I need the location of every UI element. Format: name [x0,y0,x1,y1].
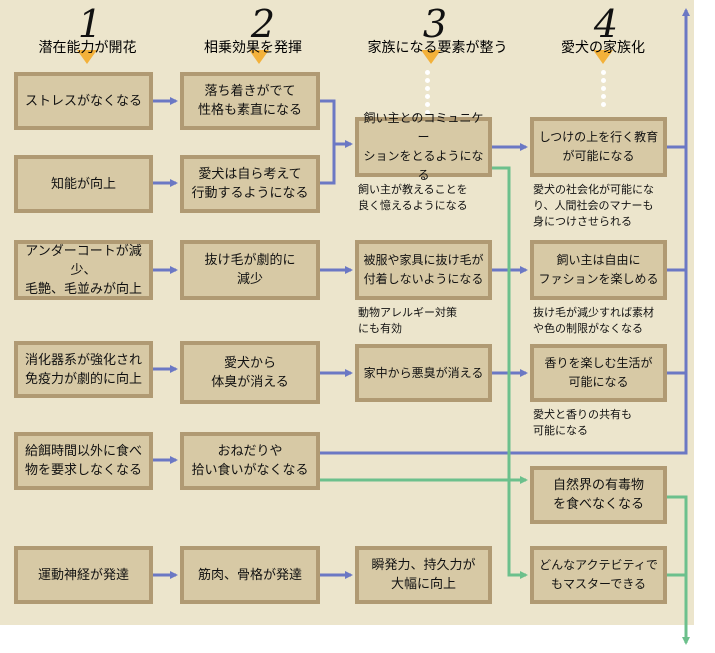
c3-fur-box: 被服や家具に抜け毛が 付着しないようになる [355,240,492,300]
stage-4-marker [593,50,613,64]
c3-stamina-box: 瞬発力、持久力が 大幅に向上 [355,546,492,604]
trunk-up-family [320,8,690,455]
stage-3-dotted-connector [425,70,431,118]
stage-3-marker [421,50,441,64]
stage-1-number: 1 [77,2,103,46]
c3-smell-box: 家中から悪臭が消える [355,344,492,402]
stage-4-title: 愛犬の家族化 [561,40,645,56]
stage-3-number: 3 [422,2,448,46]
stage-1-marker [77,50,97,64]
c4-education-note: 愛犬の社会化が可能にな り、人間社会のマナーも 身につけさせられる [533,183,654,228]
c1-intelligence-box: 知能が向上 [14,155,153,213]
c4-toxin-box: 自然界の有毒物 を食べなくなる [530,466,667,524]
stage-2-number: 2 [250,2,276,46]
c4-fragrance-box: 香りを楽しむ生活が 可能になる [530,344,667,402]
c2-think-box: 愛犬は自ら考えて 行動するようになる [180,155,320,213]
stage-4-dotted-connector [601,70,607,110]
stage-1-title: 潜在能力が開花 [38,40,137,56]
merge-bracket-c2r1-c2r2 [320,99,336,185]
c3-communication-note: 飼い主が教えることを 良く憶えるようになる [358,183,468,212]
stage-2-title: 相乗効果を発揮 [204,40,302,56]
c4-fashion-box: 飼い主は自由に ファションを楽しめる [530,240,667,300]
c2-calm-box: 落ち着きがでて 性格も素直になる [180,72,320,130]
c4-education-box: しつけの上を行く教育 が可能になる [530,117,667,177]
c2-odor-box: 愛犬から 体臭が消える [180,341,320,404]
c1-digestion-box: 消化器系が強化され 免疫力が劇的に向上 [14,341,153,398]
c1-begging-box: 給餌時間以外に食べ 物を要求しなくなる [14,432,153,490]
c1-motor-box: 運動神経が発達 [14,546,153,604]
trunk-down-nature [667,495,690,645]
stage-2-marker [249,50,269,64]
c2-begging-stop-box: おねだりや 拾い食いがなくなる [180,432,320,490]
c2-muscle-box: 筋肉、骨格が発達 [180,546,320,604]
c1-coat-box: アンダーコートが減少、 毛艶、毛並みが向上 [14,240,153,300]
c3-fur-note: 動物アレルギー対策 にも有効 [358,306,457,335]
c4-fragrance-note: 愛犬と香りの共有も 可能になる [533,408,632,437]
c3-communication-box: 飼い主とのコミュニケー ションをとるようになる [355,111,492,182]
c4-fashion-note: 抜け毛が減少すれば素材 や色の制限がなくなる [533,306,654,335]
arrow-c3-c4r5 [492,166,528,579]
c2-shedding-box: 抜け毛が劇的に 減少 [180,240,320,300]
c1-stress-box: ストレスがなくなる [14,72,153,130]
stage-3-title: 家族になる要素が整う [367,40,508,56]
stage-4-number: 4 [593,2,619,46]
c4-activity-box: どんなアクテビティで もマスターできる [530,546,667,604]
